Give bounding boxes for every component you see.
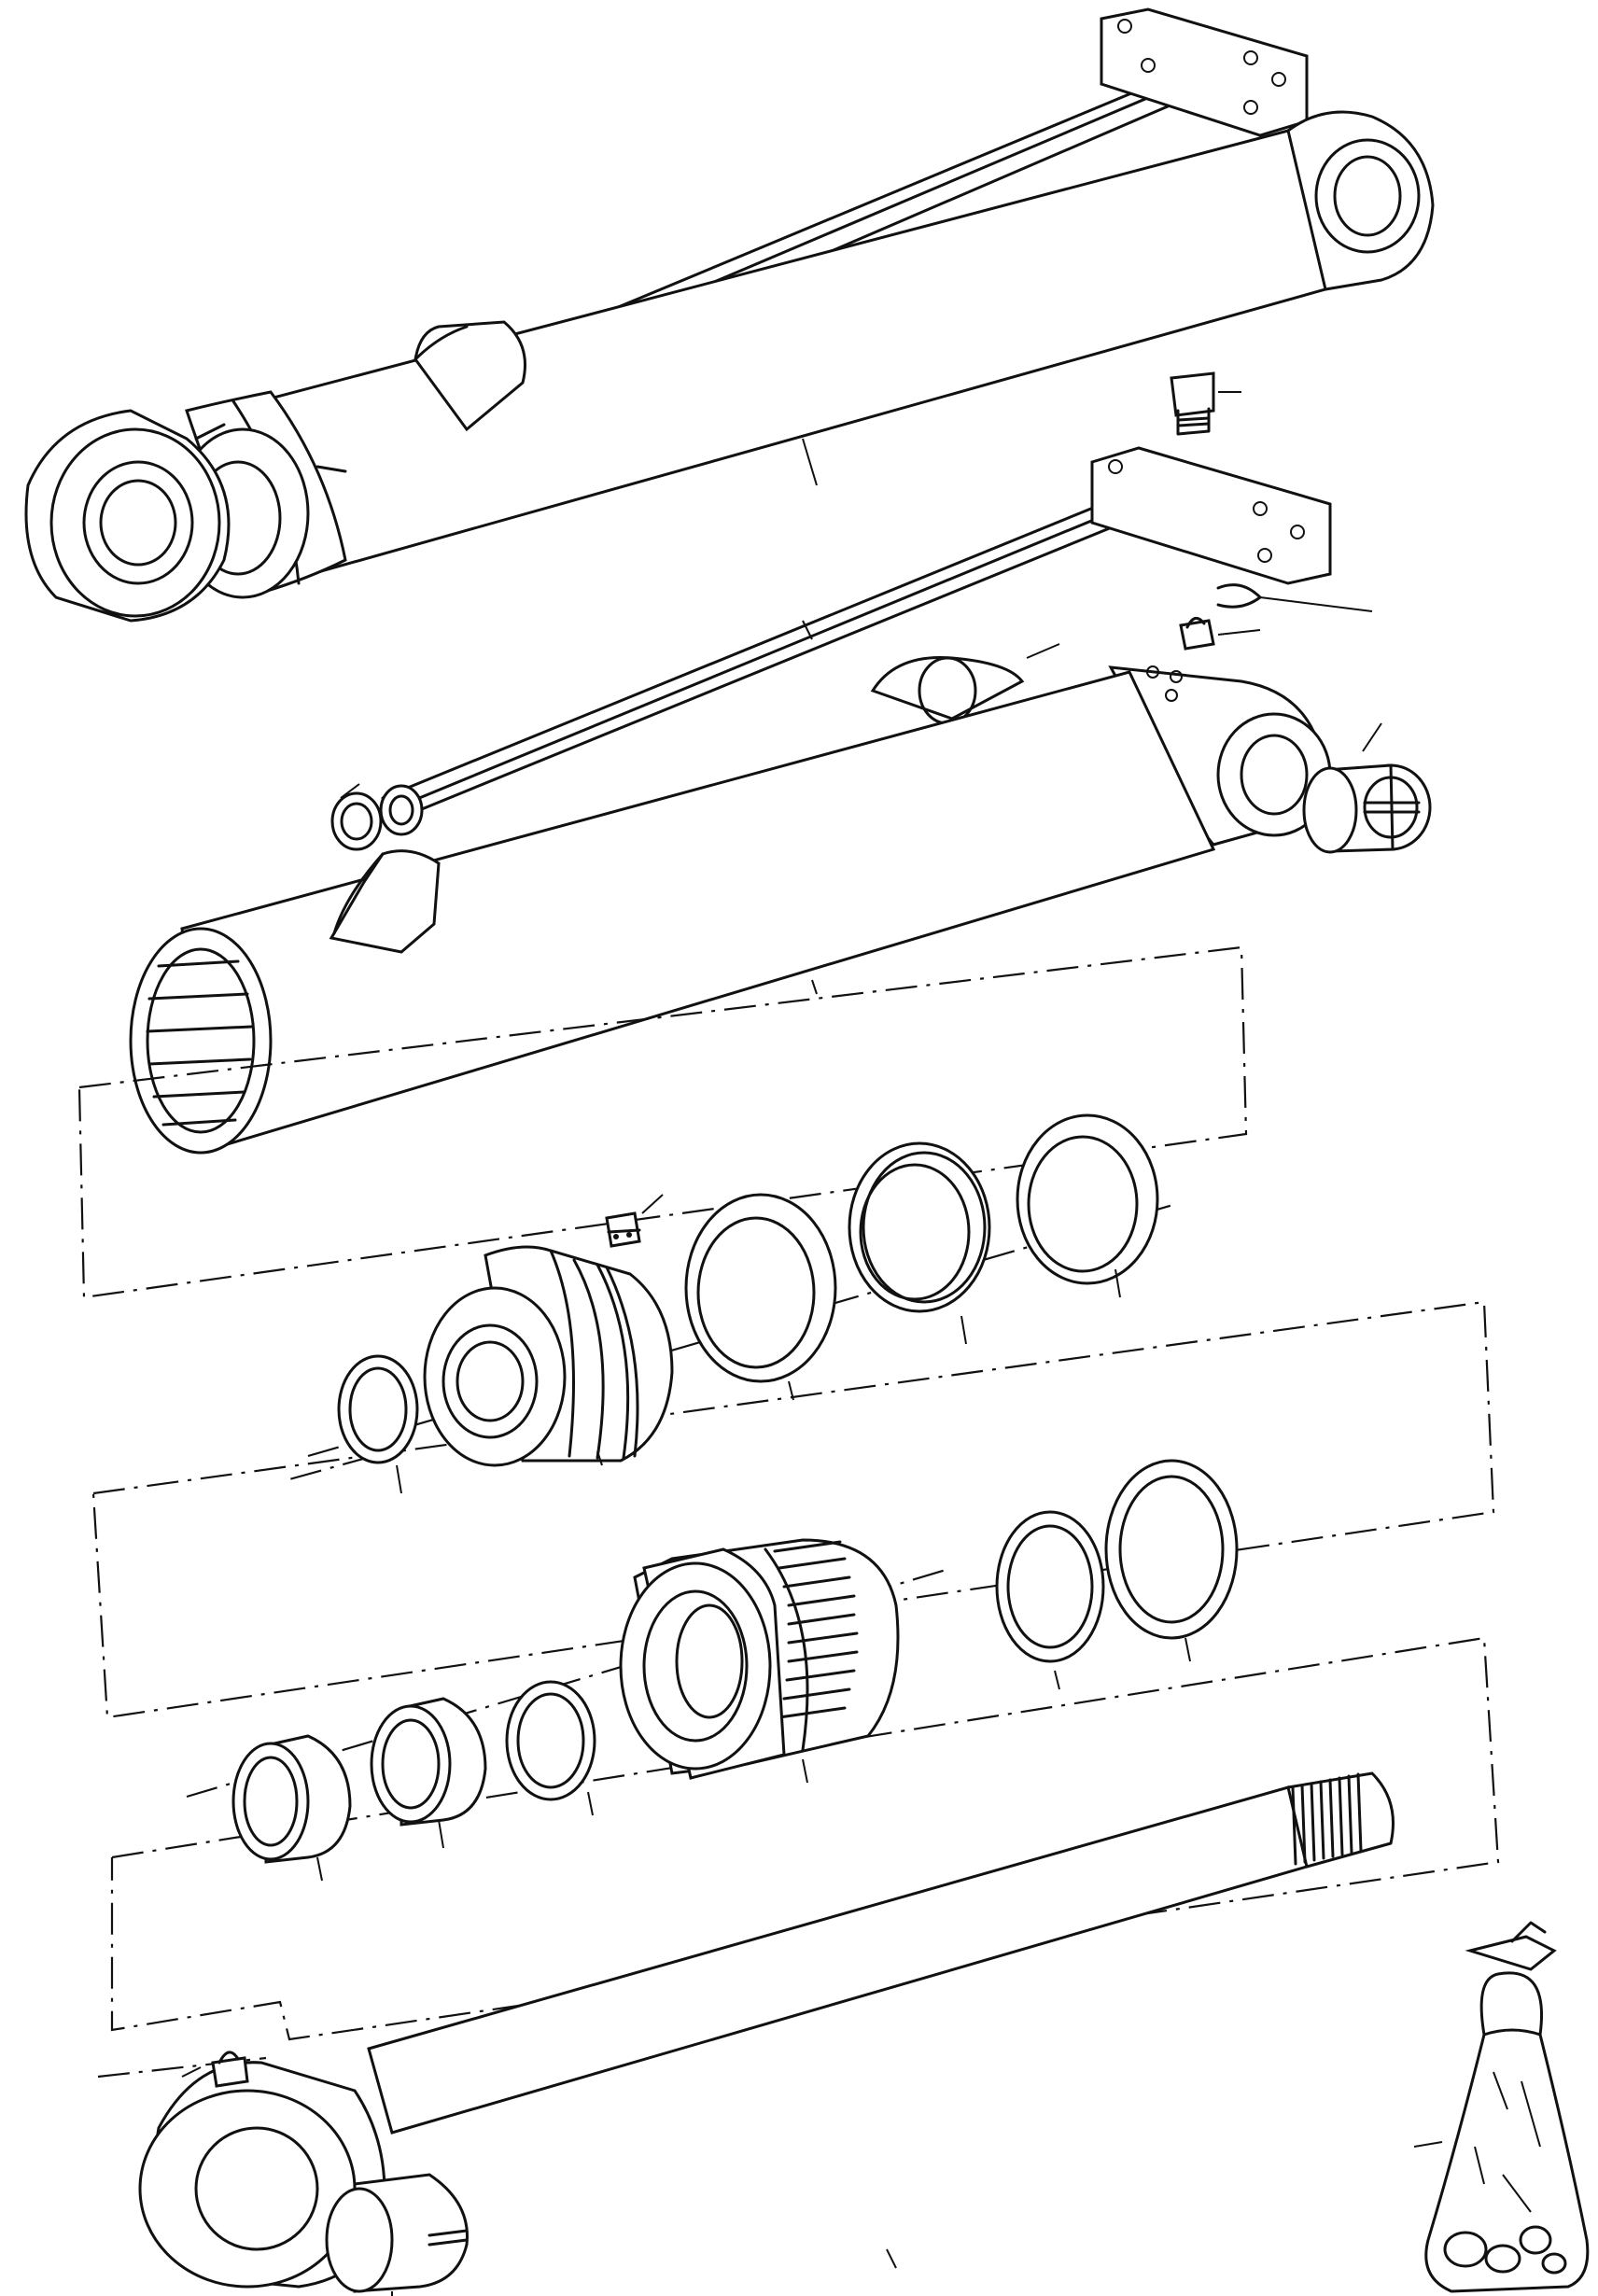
- seal-kit: [1413, 1921, 1590, 2293]
- guide-ring: [684, 1193, 837, 1401]
- grease-nipple-top: [1179, 616, 1261, 651]
- bushing-cylinder-eye: [1302, 722, 1432, 854]
- plug-screw: [1170, 371, 1241, 436]
- rod-end-eye: [138, 1771, 1395, 2289]
- piston-seal: [995, 1510, 1105, 1690]
- gasket-top: [1216, 583, 1373, 612]
- spacer-small: [231, 1734, 352, 1882]
- lock-screw: [605, 1194, 664, 1248]
- cylinder-assembly: [24, 7, 1435, 623]
- rod-seal: [848, 1141, 991, 1345]
- backup-ring: [337, 1354, 419, 1494]
- spacer: [370, 1697, 487, 1849]
- cylinder-head: [423, 1245, 674, 1467]
- o-ring-small: [330, 783, 383, 851]
- wiper-ring: [1016, 1113, 1159, 1298]
- piston-ring: [1104, 1459, 1239, 1662]
- grease-nipple-rod: [181, 2051, 249, 2088]
- cylinder-tube: [129, 643, 1332, 1155]
- piston-rod: [379, 446, 1332, 836]
- piston: [619, 1538, 900, 1784]
- bushing-rod-eye: [325, 2173, 469, 2296]
- guide-band: [505, 1680, 596, 1816]
